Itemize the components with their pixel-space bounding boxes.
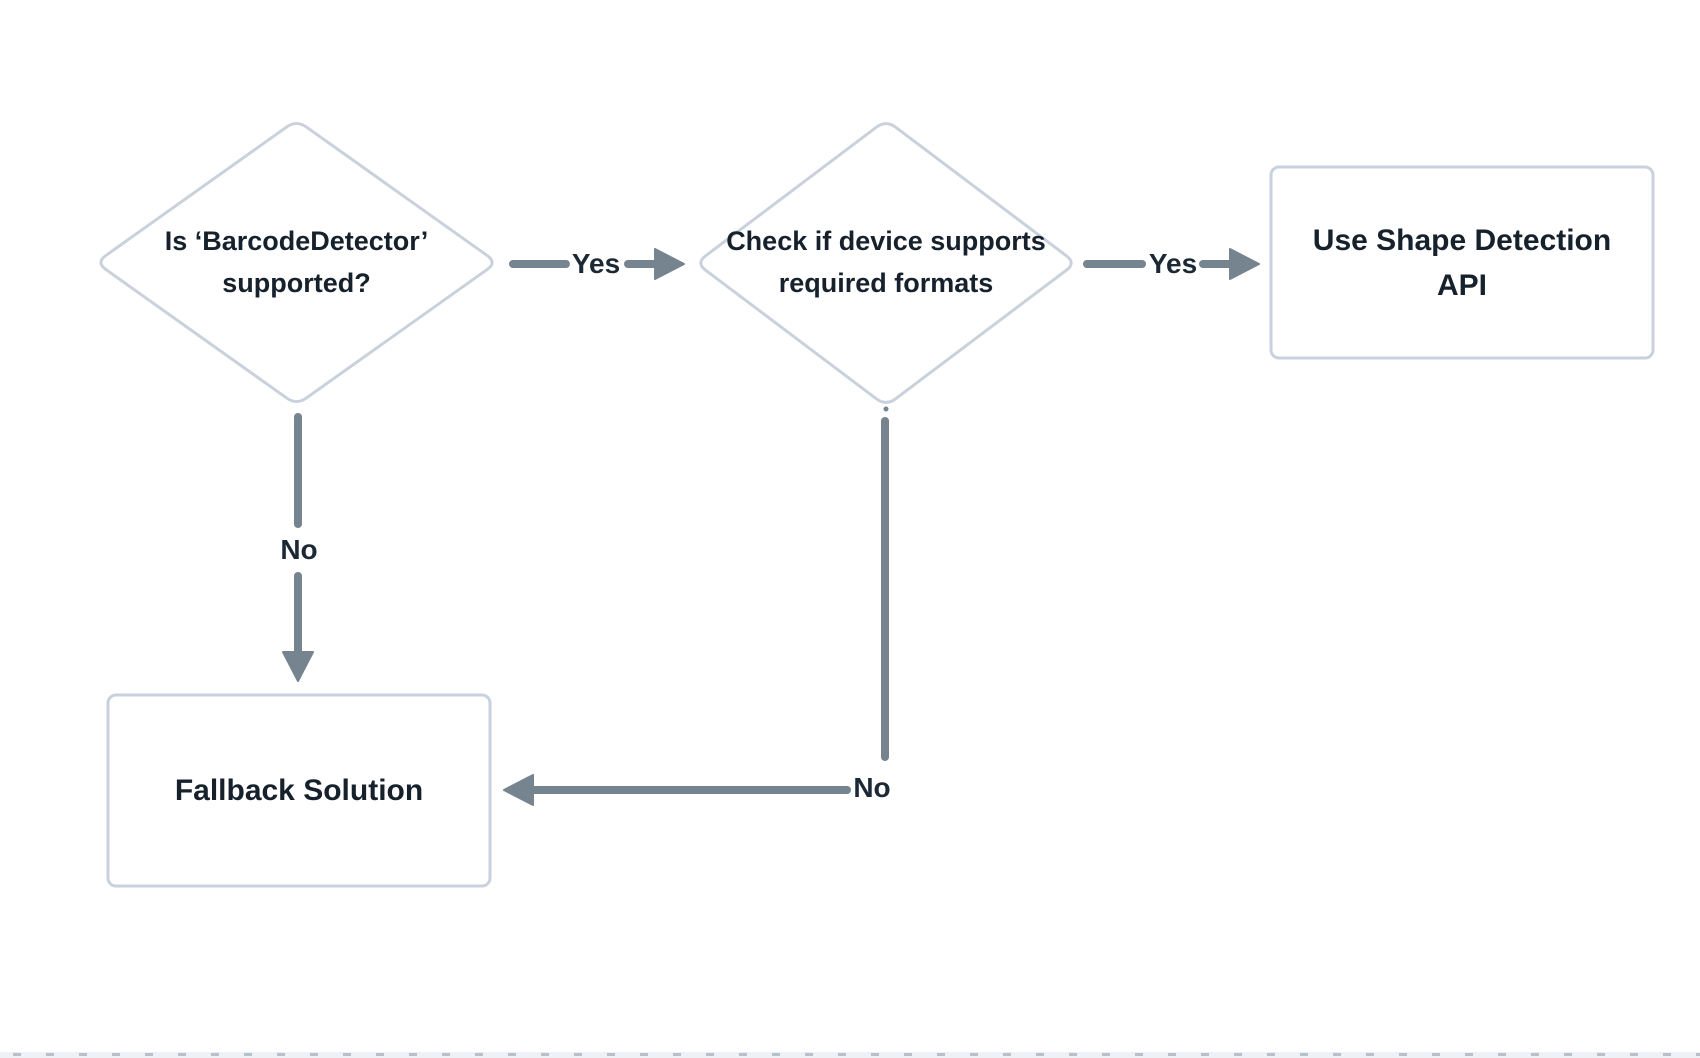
process-fallback-solution-shape [106, 693, 492, 888]
bottom-ruler-ticks [0, 1053, 1700, 1056]
decision-barcodedetector-supported-shape [99, 121, 494, 404]
bottom-ruler-strip [0, 1052, 1700, 1058]
edge-no-2-arrowhead [503, 774, 534, 806]
edge-no-1-arrowhead [282, 651, 314, 682]
process-use-shape-detection-api-shape [1269, 165, 1655, 360]
edge-yes-2-arrowhead [1229, 248, 1260, 280]
decision-device-supports-formats-shape [699, 122, 1073, 404]
edge-no-2-start-dot [883, 406, 889, 412]
edge-yes-1-arrowhead [654, 248, 685, 280]
